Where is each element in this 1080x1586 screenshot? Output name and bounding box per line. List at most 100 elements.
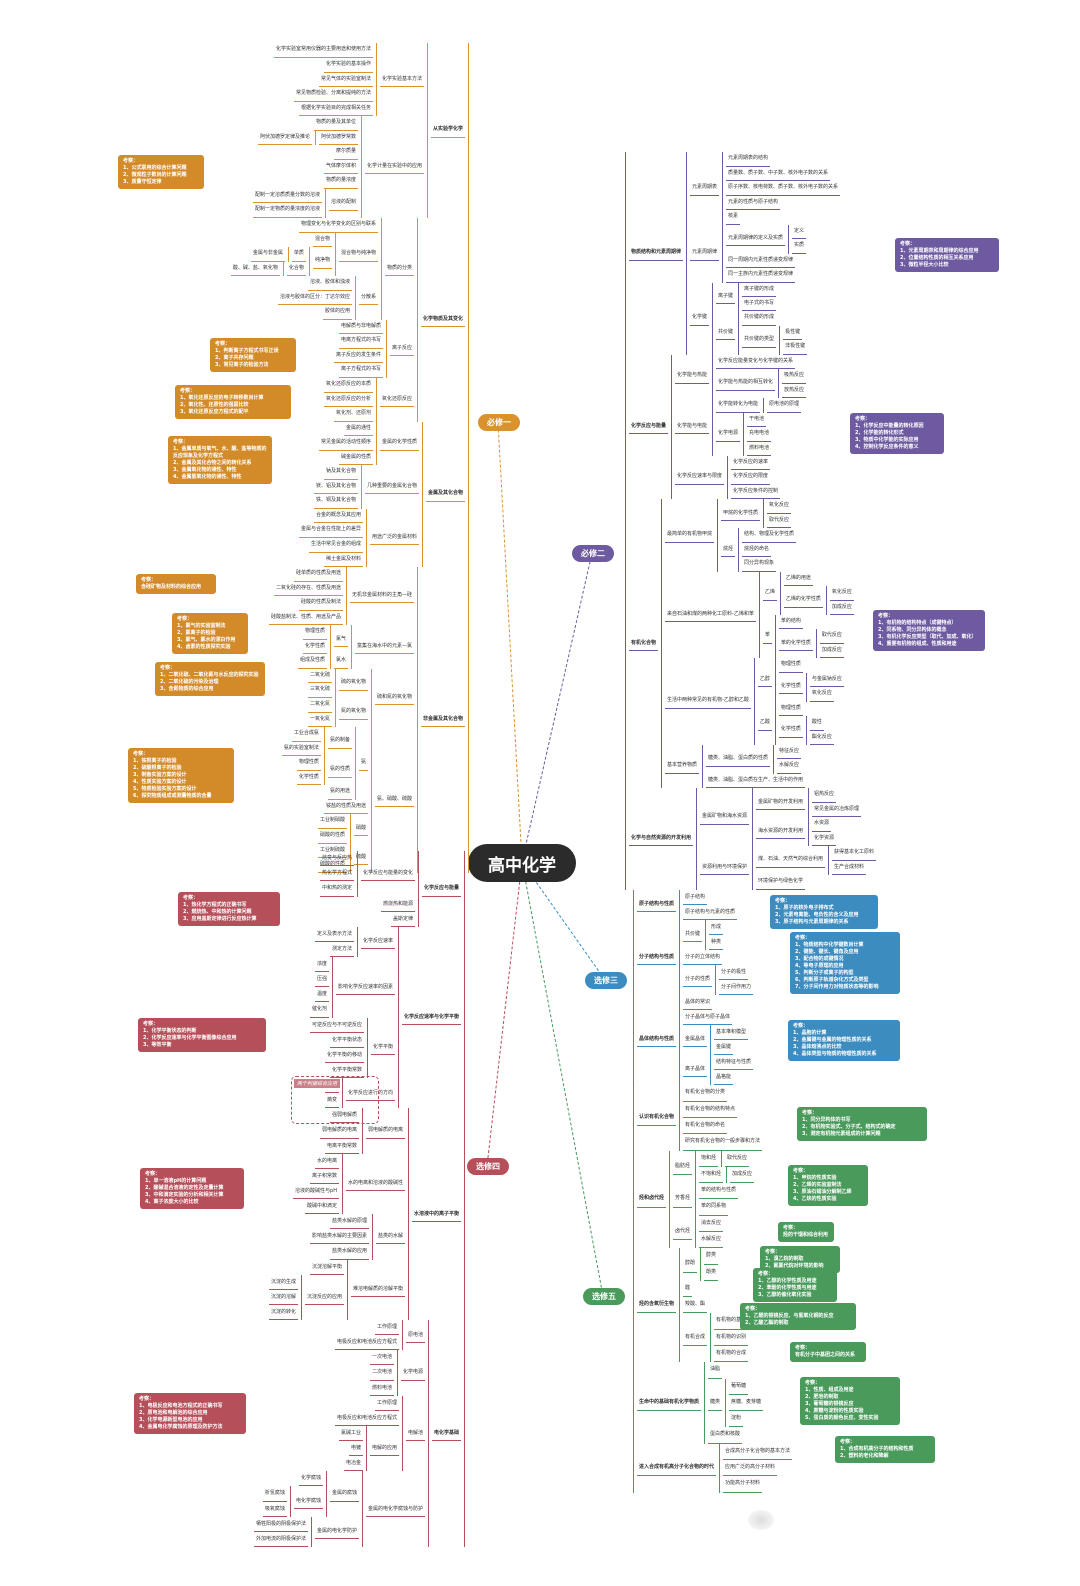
leaf-node[interactable]: 胶体的应用 [322,305,352,320]
leaf-node[interactable]: 加成反应 [819,644,844,659]
topic-node[interactable]: 氮的氧化物二氧化氮一氧化氮 [307,698,368,728]
branch-2-pill[interactable]: 必修二 [572,545,614,562]
topic-node[interactable]: 烃和卤代烃脂肪烃饱和烃取代反应不饱和烃加成反应芳香烃苯的结构与性质苯的同系物卤代… [637,1150,755,1249]
topic-node[interactable]: 化学与自然资源的开发利用金属矿物和海水资源金属矿物的开发利用铝热反应常见金属的冶… [629,788,877,890]
topic-node[interactable]: 原电池工作原理电极反应和电池反应方程式 [334,1320,425,1351]
leaf-node[interactable]: 氧化还原反应的分析 [323,393,373,408]
leaf-node[interactable]: 蔗糖、麦芽糖 [729,1395,764,1412]
leaf-node[interactable]: 压强 [314,972,329,988]
leaf-node[interactable]: 稀土金属及材料 [323,553,363,568]
topic-node[interactable]: 共价键共价键的形成共价键的类型极性键非极性键 [716,311,808,355]
leaf-node[interactable]: 离子反应的发生条件 [333,349,383,364]
topic-node[interactable]: 醇酚醇类酚类 [683,1248,719,1281]
leaf-node[interactable]: 同分异构现象 [742,557,777,572]
topic-node[interactable]: 乙烯乙烯的用途乙烯的化学性质氧化反应加成反应 [762,571,854,615]
leaf-node[interactable]: 酯化反应 [809,731,834,746]
leaf-node[interactable]: 分子的极性 [719,965,749,980]
topic-node[interactable]: 水溶液中的离子平衡弱电解质的电离强弱电解质弱电解质的电离电离平衡常数水的电离和溶… [268,1108,461,1320]
leaf-node[interactable]: 水解反应 [699,1232,724,1249]
leaf-node[interactable]: 有机化合物的结构特点 [683,1102,738,1119]
leaf-node[interactable]: 合成高分子化合物的基本方法 [723,1444,793,1460]
topic-node[interactable]: 无机非金属材料的主角—硅硅单质的性质及用途二氧化硅的存在、性质及用途硅酸的性质及… [268,567,414,626]
topic-node[interactable]: 从实验学化学化学实验基本方法化学实验室常用仪器的主要用途和使用方法化学实验的基本… [252,43,465,218]
topic-node[interactable]: 化学物质及其变化物质的分类物理变化与化学变化的区别与联系混合物与纯净物混合物纯净… [230,217,465,422]
topic-node[interactable]: 乙酸物理性质化学性质酸性酯化反应 [757,701,834,746]
topic-node[interactable]: 金属矿物的开发利用铝热反应常见金属的冶炼原理 [756,788,862,818]
leaf-node[interactable]: 苯的同系物 [699,1199,729,1216]
leaf-node[interactable]: 电解质与非电解质 [338,320,383,335]
leaf-node[interactable]: 糖类、油脂、蛋白质在生产、生活中的作用 [706,774,806,789]
leaf-node[interactable]: 硅单质的性质及用途 [293,567,343,582]
leaf-node[interactable]: 研究有机化合物的一般步骤和方法 [683,1134,763,1151]
leaf-node[interactable]: 化学反应的速率 [731,456,771,471]
leaf-node[interactable]: 化学性质 [296,771,321,786]
leaf-node[interactable]: 阿伏加德罗定律及推论 [257,131,312,146]
leaf-node[interactable]: 三氧化硫 [307,683,332,699]
topic-node[interactable]: 元素周期表元素周期表的结构质量数、质子数、中子数、核外电子数的关系原子序数、核电… [690,152,841,225]
topic-node[interactable]: 混合物与纯净物混合物纯净物单质金属与非金属化合物酸、碱、盐、氧化物 [230,232,378,277]
leaf-node[interactable]: 一次电池 [369,1350,394,1366]
leaf-node[interactable]: 化学反应能量变化与化学键的关系 [716,355,796,370]
leaf-node[interactable]: 硫酸的性质 [317,858,347,873]
leaf-node[interactable]: 氨的用途 [327,785,352,800]
leaf-node[interactable]: 牺牲阳极的阴极保护法 [253,1517,308,1532]
leaf-node[interactable]: 基本堆积模型 [714,1025,749,1040]
leaf-node[interactable]: 二氧化硫 [307,669,332,684]
leaf-node[interactable]: 有机物的基团 [714,1313,749,1330]
leaf-node[interactable]: 电离方程式的书写 [338,334,383,349]
branch-4-pill[interactable]: 选修四 [467,1158,509,1175]
leaf-node[interactable]: 化学性质 [302,640,327,655]
leaf-node[interactable]: 获得基本化工原料 [832,846,877,861]
topic-node[interactable]: 阿伏加德罗常数阿伏加德罗定律及推论 [257,130,358,146]
leaf-node[interactable]: 组成及性质 [297,654,327,669]
leaf-node[interactable]: 化学资源 [812,832,837,847]
leaf-node[interactable]: 核素 [726,210,741,225]
topic-node[interactable]: 氨、硝酸、硫酸氨氨的制备工业合成氨氨的实验室制法氨的性质物理性质化学性质氨的用途… [281,727,414,873]
leaf-node[interactable]: 硅酸的性质及制法 [298,596,343,611]
leaf-node[interactable]: 物理性质 [778,702,803,717]
leaf-node[interactable]: 羧酸、酯 [683,1297,708,1314]
topic-node[interactable]: 金属的电化学腐蚀与防护金属的腐蚀化学腐蚀电化学腐蚀析氢腐蚀吸氧腐蚀金属的电化学防… [253,1471,425,1547]
topic-node[interactable]: 原子结构与性质原子结构原子结构与元素的性质 [637,889,738,920]
leaf-node[interactable]: 金属键 [714,1040,734,1055]
leaf-node[interactable]: 醛 [683,1281,693,1298]
topic-node[interactable]: 硫的氧化物二氧化硫三氧化硫 [307,668,368,699]
leaf-node[interactable]: 非极性键 [783,340,808,355]
topic-node[interactable]: 海水资源的开发利用水资源化学资源 [756,817,837,847]
leaf-node[interactable]: 吸热反应 [782,369,807,384]
leaf-node[interactable]: 应用广泛的高分子材料 [723,1460,778,1477]
leaf-node[interactable]: 放热反应 [782,384,807,399]
leaf-node[interactable]: 沉淀的溶解 [268,1290,298,1305]
leaf-node[interactable]: 生活中常见合金的组成 [308,538,363,553]
leaf-node[interactable]: 水解反应 [777,759,802,774]
leaf-node[interactable]: 有机化合物的分类 [683,1085,728,1102]
leaf-node[interactable]: 配制一定溶质质量分数的溶液 [252,189,322,204]
leaf-node[interactable]: 有机化合物的命名 [683,1118,728,1135]
leaf-node[interactable]: 电冶金 [343,1456,363,1472]
leaf-node[interactable]: 催化剂 [309,1002,329,1018]
leaf-node[interactable]: 溶液与胶体的区分：丁达尔效应 [277,291,352,306]
topic-node[interactable]: 氨的制备工业合成氨氨的实验室制法 [281,727,352,757]
topic-node[interactable]: 几种重要的金属化合物钠及其化合物镁、铝及其化合物铁、铜及其化合物 [313,465,419,509]
leaf-node[interactable]: 化学实验室常用仪器的主要用途和使用方法 [273,43,373,58]
topic-node[interactable]: 硝酸工业制硝酸硝酸的性质 [317,814,368,844]
leaf-node[interactable]: 物质的量浓度 [323,174,358,189]
leaf-node[interactable]: 元素周期表的结构 [726,152,771,167]
leaf-node[interactable]: 离子积常数 [309,1169,339,1184]
leaf-node[interactable]: 物理性质 [302,625,327,640]
leaf-node[interactable]: 极性键 [783,326,803,341]
topic-node[interactable]: 化学计量在实验中的应用物质的量及其单位阿伏加德罗常数阿伏加德罗定律及推论摩尔质量… [252,116,424,218]
leaf-node[interactable]: 氧化反应 [809,687,834,702]
topic-node[interactable]: 糖类葡萄糖蔗糖、麦芽糖淀粉 [708,1378,764,1428]
leaf-node[interactable]: 化学反应的限度 [731,470,771,485]
topic-node[interactable]: 电解池工作原理电极反应和电池反应方程式电解的应用氯碱工业电镀电冶金 [334,1395,425,1472]
topic-node[interactable]: 离子晶体结构特征与性质晶格能 [683,1054,754,1085]
topic-node[interactable]: 煤、石油、天然气的综合利用获得基本化工原料生产合成材料 [756,846,877,876]
leaf-node[interactable]: 常见金属的冶炼原理 [812,803,862,818]
leaf-node[interactable]: 醇类 [704,1248,719,1265]
topic-node[interactable]: 硫和氮的氧化物硫的氧化物二氧化硫三氧化硫氮的氧化物二氧化氮一氧化氮 [307,668,414,728]
leaf-node[interactable]: 氧化还原反应的本质 [323,378,373,393]
topic-node[interactable]: 离子键离子键的形成电子式的书写 [716,282,777,312]
leaf-node[interactable]: 充电电池 [747,427,772,442]
